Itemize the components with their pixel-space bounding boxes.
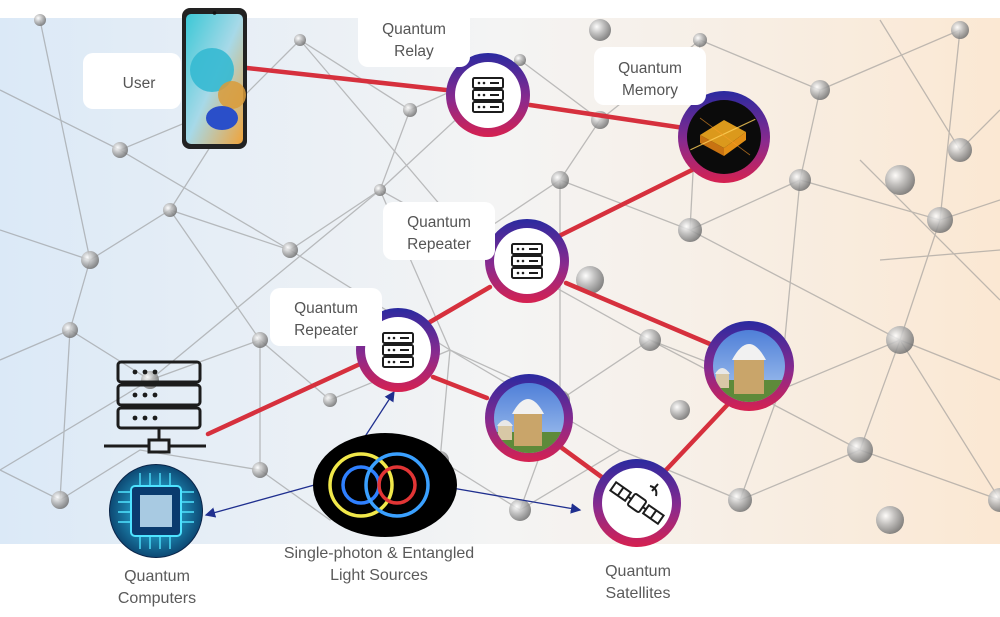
quantum-repeater-upper-label-line1: Quantum [407, 214, 471, 231]
user-label: User [123, 75, 156, 92]
quantum-satellites-caption-line2: Satellites [606, 585, 671, 602]
node-quantum-memory [678, 91, 770, 183]
quantum-repeater-lower-label-line1: Quantum [294, 300, 358, 317]
quantum-computers-caption-line2: Computers [118, 590, 196, 607]
quantum-memory-label-line1: Quantum [618, 60, 682, 77]
label-quantum-repeater-upper: Quantum Repeater [383, 202, 495, 260]
link-memory-repeater-upper [554, 167, 695, 240]
node-ground-station-left [485, 374, 573, 462]
observatory-dome-icon [713, 344, 785, 402]
quantum-chip-icon [110, 465, 202, 557]
node-ground-station-right [704, 321, 794, 411]
quantum-repeater-lower-label-line2: Repeater [294, 322, 358, 339]
server-rack-icon [511, 243, 543, 279]
arrow-to-computers [204, 483, 319, 518]
label-quantum-repeater-lower: Quantum Repeater [270, 288, 382, 346]
node-quantum-computer [109, 464, 203, 558]
link-station-right-satellites [663, 399, 733, 473]
server-rack-icon [472, 77, 504, 113]
label-user: User [83, 53, 181, 109]
link-station-left-satellites [559, 445, 606, 481]
entangled-rings-icon [328, 452, 430, 518]
link-repeater-lower-server [205, 361, 363, 437]
link-repeater-lower-station-left [430, 374, 490, 401]
quantum-memory-label-line2: Memory [622, 82, 678, 99]
link-relay-memory [527, 102, 687, 131]
link-repeater-upper-station-right [563, 280, 713, 347]
light-sources-caption-line2: Light Sources [330, 567, 428, 584]
node-quantum-satellites [593, 459, 681, 547]
satellite-icon [608, 480, 666, 526]
label-quantum-memory: Quantum Memory [594, 47, 706, 105]
quantum-computers-caption-line1: Quantum [124, 568, 190, 585]
quantum-repeater-upper-label-line2: Repeater [407, 236, 471, 253]
arrow-to-satellites [451, 487, 582, 514]
light-sources-caption-line1: Single-photon & Entangled [284, 545, 474, 562]
user-phone [182, 8, 247, 149]
link-repeater-upper-repeater-lower [427, 284, 493, 325]
quantum-links [205, 65, 733, 481]
observatory-dome-icon [494, 399, 564, 453]
quantum-relay-label-line1: Quantum [382, 21, 446, 38]
network-server-icon [104, 360, 206, 454]
server-rack-icon [382, 332, 414, 368]
link-user-relay [244, 65, 449, 93]
node-light-sources [313, 433, 457, 537]
quantum-relay-label-line2: Relay [394, 43, 434, 60]
label-quantum-relay: Quantum Relay [358, 9, 470, 67]
quantum-satellites-caption-line1: Quantum [605, 563, 671, 580]
node-quantum-repeater-upper [485, 219, 569, 303]
node-quantum-relay [446, 53, 530, 137]
quantum-memory-crystal-icon [689, 117, 759, 156]
